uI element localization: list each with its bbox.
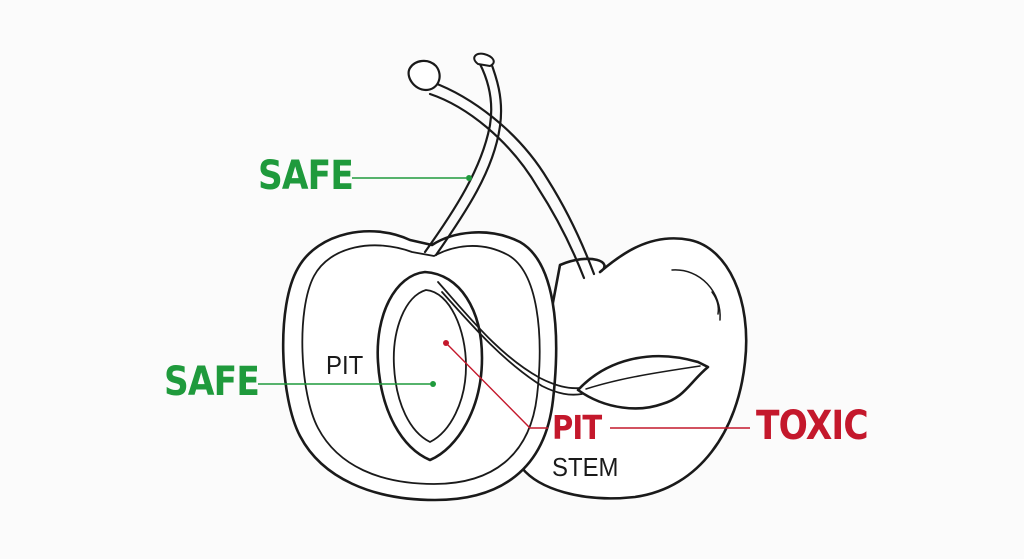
left-stem-edge bbox=[434, 58, 503, 257]
label-pit-toxic: PIT bbox=[552, 408, 602, 447]
leaf-vein bbox=[585, 365, 701, 390]
label-stem: STEM bbox=[552, 452, 619, 482]
label-toxic: TOXIC bbox=[756, 403, 869, 449]
right-stem-edge bbox=[428, 92, 586, 280]
whole-cherry-highlight-small bbox=[711, 291, 720, 315]
label-pit-inner: PIT bbox=[326, 350, 364, 380]
label-safe-stem: SAFE bbox=[258, 153, 354, 199]
stem-tip bbox=[473, 52, 495, 67]
leader-dot-safe-flesh bbox=[430, 381, 436, 387]
whole-cherry-highlight bbox=[671, 269, 721, 321]
pit bbox=[392, 289, 467, 443]
leader-dot-pit bbox=[443, 340, 449, 346]
pit-stem bbox=[437, 281, 581, 390]
leader-line-pit bbox=[445, 342, 548, 429]
pit-stem-edge bbox=[441, 291, 583, 396]
left-stem bbox=[423, 62, 493, 254]
halved-cherry-cut-face bbox=[301, 244, 541, 485]
right-stem bbox=[430, 80, 596, 276]
stem-knot bbox=[407, 59, 441, 92]
label-safe-flesh: SAFE bbox=[164, 359, 260, 405]
leader-dot-safe-stem bbox=[466, 175, 472, 181]
